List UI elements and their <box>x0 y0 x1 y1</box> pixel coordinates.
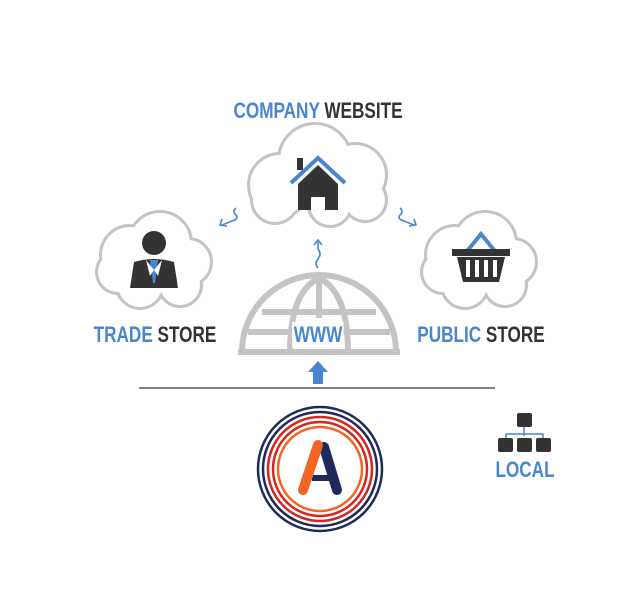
public-store-label: PUBLIC STORE <box>417 322 544 348</box>
trade-store-label-part2: STORE <box>157 322 217 347</box>
basket-icon <box>452 230 510 282</box>
arrow-to-public-icon <box>398 207 418 227</box>
up-arrow-icon <box>308 361 328 384</box>
arrow-to-company-icon <box>313 238 323 269</box>
person-icon <box>130 231 178 288</box>
network-icon <box>498 413 551 452</box>
house-icon <box>289 155 347 210</box>
company-website-label: COMPANY WEBSITE <box>233 98 402 124</box>
trade-store-label-part1: TRADE <box>93 322 153 347</box>
www-label: WWW <box>292 322 344 348</box>
company-website-label-part2: WEBSITE <box>324 98 403 123</box>
trade-store-label: TRADE STORE <box>94 322 217 348</box>
company-logo <box>256 405 384 533</box>
public-store-label-part2: STORE <box>485 322 545 347</box>
local-label: LOCAL <box>495 457 555 482</box>
company-website-label-part1: COMPANY <box>233 98 320 123</box>
arrow-to-trade-icon <box>218 207 238 227</box>
public-store-label-part1: PUBLIC <box>417 322 482 347</box>
